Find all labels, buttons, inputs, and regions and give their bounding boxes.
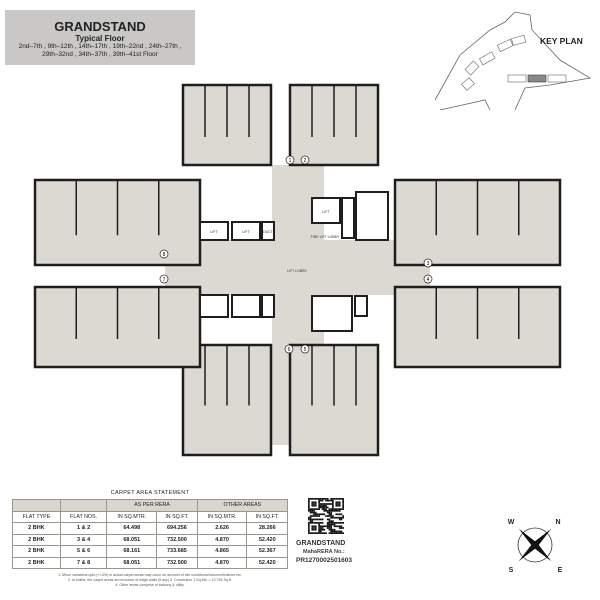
column-header: IN SQ.FT. xyxy=(246,510,288,523)
flat-number: 5 xyxy=(304,347,307,353)
flat-number: 8 xyxy=(163,252,166,258)
lift-label: LIFT xyxy=(322,210,330,214)
key-plan-map xyxy=(434,11,592,110)
table-cell: 4.870 xyxy=(196,533,248,546)
footnotes: 1. Minor variations upto (+/-3%) in actu… xyxy=(30,573,270,588)
footnote: 1. Minor variations upto (+/-3%) in actu… xyxy=(58,573,242,577)
flat-number: 1 xyxy=(289,158,292,164)
compass-w: W xyxy=(508,519,515,526)
compass-n: N xyxy=(555,519,560,526)
project-name: GRANDSTAND xyxy=(296,540,346,547)
lift-label: LIFT xyxy=(242,230,250,234)
title-box: GRANDSTAND Typical Floor 2nd–7th , 9th–1… xyxy=(5,10,195,65)
floor-plan: LIFT LIFT DUCT LIFT FIRE LIFT LOBBY LIFT… xyxy=(33,83,562,457)
flat-unit xyxy=(393,285,562,369)
flat-number-marker xyxy=(423,274,433,284)
table-cell: 4.870 xyxy=(196,556,248,569)
flat-unit xyxy=(33,178,202,267)
table-cell: 3 & 4 xyxy=(59,533,108,546)
table-cell: 28.266 xyxy=(246,522,288,535)
table-cell: 732.500 xyxy=(156,556,198,569)
table-cell: 52.367 xyxy=(246,545,288,558)
column-header: FLAT NOS. xyxy=(59,510,108,523)
duct-label: DUCT xyxy=(263,230,274,234)
flat-number: 4 xyxy=(427,277,430,283)
flat-number-marker xyxy=(300,344,310,354)
flat-number-marker xyxy=(284,344,294,354)
flat-number-marker xyxy=(159,274,169,284)
building-title: GRANDSTAND xyxy=(54,19,146,34)
flat-unit xyxy=(288,343,380,457)
floors-line-1: 2nd–7th , 9th–12th , 14th–17th , 19th–22… xyxy=(18,43,182,50)
column-header: IN SQ.MTR. xyxy=(196,510,248,523)
rera-label: MahaRERA No.: xyxy=(303,549,345,555)
qr-code[interactable] xyxy=(308,498,344,534)
table-cell: 64.498 xyxy=(106,522,158,535)
table-cell: 5 & 6 xyxy=(59,545,108,558)
flat-number: 3 xyxy=(427,261,430,267)
carpet-area-title: CARPET AREA STATEMENT xyxy=(110,490,190,496)
flat-unit xyxy=(33,285,202,369)
flat-number-marker xyxy=(423,258,433,268)
compass-icon: N E S W xyxy=(508,519,563,574)
flat-unit xyxy=(288,83,380,167)
flat-number: 6 xyxy=(288,347,291,353)
group-header-other: OTHER AREAS xyxy=(196,499,289,512)
flat-unit xyxy=(393,178,562,267)
table-cell: 1 & 2 xyxy=(59,522,108,535)
table-cell: 4.865 xyxy=(196,545,248,558)
table-cell: 2 BHK xyxy=(12,545,61,558)
column-header: IN SQ.MTR. xyxy=(106,510,158,523)
table-cell: 7 & 8 xyxy=(59,556,108,569)
footnote: 4. Other areas comprise of balcony & uti… xyxy=(115,583,185,587)
footnote: 2. In toilets, the carpet areas are incl… xyxy=(67,578,233,582)
table-cell: 68.051 xyxy=(106,556,158,569)
key-plan-label: KEY PLAN xyxy=(540,36,583,46)
core xyxy=(199,191,389,332)
column-header: IN SQ.FT. xyxy=(156,510,198,523)
column-header: FLAT TYPE xyxy=(12,510,61,523)
group-header-rera: AS PER RERA xyxy=(106,499,198,512)
floors-line-2: 29th–32nd , 34th–37th , 39th–41st Floor xyxy=(42,51,158,58)
lift-lobby-label: LIFT LOBBY xyxy=(287,269,307,273)
table-cell: 68.161 xyxy=(106,545,158,558)
flat-unit xyxy=(181,83,273,167)
floor-subtitle: Typical Floor xyxy=(75,34,125,43)
flat-number: 2 xyxy=(304,158,307,164)
fire-lift-lobby-label: FIRE LIFT LOBBY xyxy=(311,235,340,239)
table-cell: 2 BHK xyxy=(12,522,61,535)
table-cell: 52.420 xyxy=(246,533,288,546)
flat-number: 7 xyxy=(163,277,166,283)
key-plan-highlight xyxy=(527,74,547,83)
table-cell: 732.500 xyxy=(156,533,198,546)
compass-s: S xyxy=(509,567,514,574)
table-cell: 68.051 xyxy=(106,533,158,546)
table-cell: 694.256 xyxy=(156,522,198,535)
table-cell: 2.626 xyxy=(196,522,248,535)
table-cell: 52.420 xyxy=(246,556,288,569)
table-cell: 2 BHK xyxy=(12,533,61,546)
table-cell: 2 BHK xyxy=(12,556,61,569)
flat-number-marker xyxy=(159,249,169,259)
flat-number-marker xyxy=(300,155,310,165)
table-cell: 733.685 xyxy=(156,545,198,558)
rera-number: PR1270002501603 xyxy=(296,557,353,564)
lift-label: LIFT xyxy=(210,230,218,234)
flat-number-marker xyxy=(285,155,295,165)
compass-e: E xyxy=(558,567,563,574)
